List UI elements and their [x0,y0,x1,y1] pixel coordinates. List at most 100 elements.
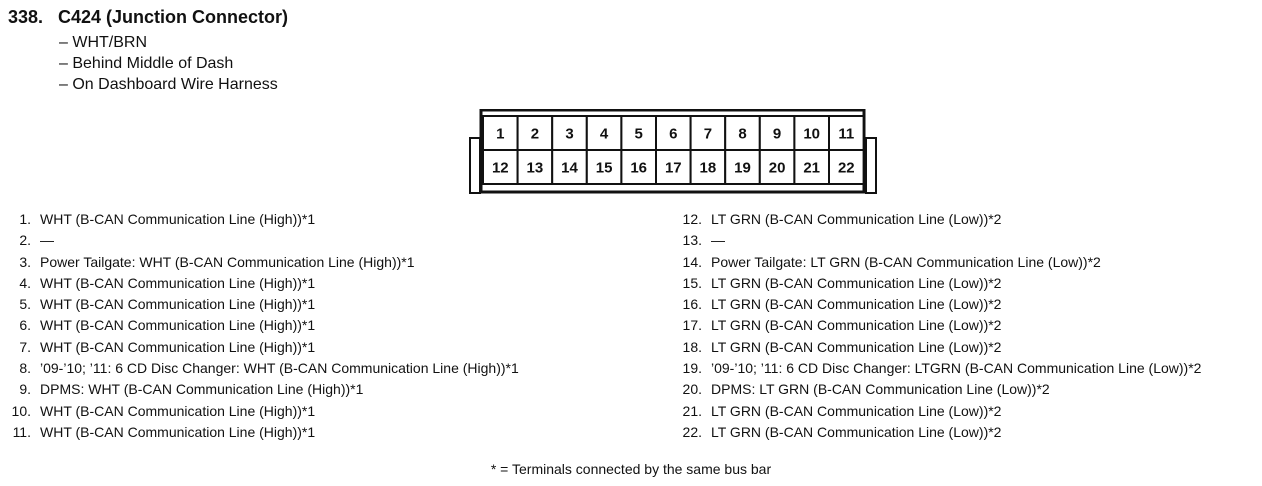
terminal-number: 22 [838,160,855,177]
pin-number: 5. [19,296,31,313]
pin-number: 11. [12,423,31,440]
pin-number: 2. [19,232,31,249]
terminal-number: 2 [531,126,539,143]
pin-row: 13. — [676,230,1201,251]
pin-row: 12. LT GRN (B-CAN Communication Line (Low… [676,209,1201,230]
pin-number: 19. [682,360,702,377]
connector-properties: – WHT/BRN – Behind Middle of Dash – On D… [59,32,278,95]
terminal-number: 11 [838,126,854,143]
pin-row: 15. LT GRN (B-CAN Communication Line (Low… [676,273,1201,294]
right-latch [865,137,877,194]
pin-description: — [711,232,725,249]
pin-number: 15. [682,274,702,291]
terminal-number: 16 [630,160,647,177]
pin-row: 1.WHT (B-CAN Communication Line (High))*… [8,209,519,230]
terminal-number: 7 [704,126,712,143]
pin-description: WHT (B-CAN Communication Line (High))*1 [40,296,316,313]
pin-list-left: 1.WHT (B-CAN Communication Line (High))*… [8,209,519,443]
pin-row: 19. ’09-’10; ’11: 6 CD Disc Changer: LTGR… [676,358,1202,379]
pin-row: 10. WHT (B-CAN Communication Line (High))… [8,401,519,422]
pin-row: 21. LT GRN (B-CAN Communication Line (Low… [676,401,1201,422]
pin-number: 10. [11,402,31,419]
pin-description: ’09-’10; ’11: 6 CD Disc Changer: LTGRN (… [711,360,1202,377]
terminal-number: 20 [769,160,786,177]
property-location: – Behind Middle of Dash [59,55,234,72]
pin-description: WHT (B-CAN Communication Line (High))*1 [40,338,316,355]
pin-number: 3. [19,253,31,270]
terminal-cavity [620,149,657,185]
pin-description: DPMS: WHT (B-CAN Communication Line (Hig… [40,381,364,398]
pin-description: ’09-’10; ’11: 6 CD Disc Changer: WHT (B-… [40,360,519,377]
pin-row: 7. WHT (B-CAN Communication Line (High))*… [8,337,519,358]
pin-number: 6. [19,317,31,334]
pin-row: 8. ’09-’10; ’11: 6 CD Disc Changer: WHT (… [8,358,519,379]
pin-number: 12. [682,211,702,227]
pin-description: Power Tailgate: WHT (B-CAN Communication… [40,253,415,270]
terminal-number: 13 [527,160,544,177]
terminal-number: 9 [773,126,781,143]
terminal-number: 12 [492,160,509,177]
terminal-number: 8 [738,126,746,143]
pin-list-right: 12. LT GRN (B-CAN Communication Line (Low… [676,209,1202,443]
pin-row: 20. DPMS: LT GRN (B-CAN Communication Lin… [676,379,1201,400]
pin-description: — [40,232,54,249]
pin-row: 5. WHT (B-CAN Communication Line (High))*… [8,294,519,315]
pin-description: LT GRN (B-CAN Communication Line (Low))*… [711,338,1002,355]
property-harness: – On Dashboard Wire Harness [59,76,278,93]
pin-description: LT GRN (B-CAN Communication Line (Low))*… [711,274,1002,291]
terminal-cavity [689,149,727,185]
pin-number: 8. [19,360,31,377]
section-number: 338. [8,7,44,27]
pin-row: 14. Power Tailgate: LT GRN (B-CAN Communi… [676,252,1201,273]
terminal-number: 19 [734,160,751,177]
pin-description: LT GRN (B-CAN Communication Line (Low))*… [711,317,1002,334]
left-latch [469,137,481,194]
pin-description: WHT (B-CAN Communication Line (High))*1 [40,211,316,227]
property-color: – WHT/BRN [59,34,147,51]
terminal-cavity [585,149,623,185]
pin-description: LT GRN (B-CAN Communication Line (Low))*… [711,402,1002,419]
pin-description: LT GRN (B-CAN Communication Line (Low))*… [711,211,1002,227]
pin-number: 17. [682,317,702,334]
pin-number: 14. [682,253,702,270]
pin-description: DPMS: LT GRN (B-CAN Communication Line (… [711,381,1050,398]
pin-row: 4.WHT (B-CAN Communication Line (High))*… [8,273,519,294]
pin-number: 20. [682,381,702,398]
terminal-number: 1 [496,126,504,143]
pin-description: LT GRN (B-CAN Communication Line (Low))*… [711,296,1002,313]
pin-description: WHT (B-CAN Communication Line (High))*1 [40,274,316,291]
pin-number: 18. [682,338,702,355]
footnote: * = Terminals connected by the same bus … [490,461,772,477]
pin-description: WHT (B-CAN Communication Line (High))*1 [40,402,316,419]
terminal-number: 14 [561,160,578,177]
terminal-cavity [689,115,727,151]
pin-number: 22. [682,423,702,440]
pin-row: 11. WHT (B-CAN Communication Line (High))… [8,422,519,443]
pin-row: 3. Power Tailgate: WHT (B-CAN Communicati… [8,252,519,273]
pin-description: WHT (B-CAN Communication Line (High))*1 [40,423,316,440]
pin-row: 9.DPMS: WHT (B-CAN Communication Line (H… [8,379,519,400]
terminal-number: 21 [803,160,820,177]
terminal-number: 5 [635,126,643,143]
terminal-number: 17 [665,160,682,177]
pin-number: 7. [19,338,31,355]
terminal-number: 15 [596,160,613,177]
pin-row: 18. LT GRN (B-CAN Communication Line (Low… [676,337,1201,358]
pin-number: 16. [682,296,702,313]
pin-row: 22. LT GRN (B-CAN Communication Line (Low… [676,422,1201,443]
pin-number: 21. [682,402,702,419]
connector-name: C424 (Junction Connector) [58,7,289,27]
terminal-number: 4 [600,126,609,143]
pin-row: 2. — [8,230,519,251]
pin-description: Power Tailgate: LT GRN (B-CAN Communicat… [711,253,1101,270]
pin-description: LT GRN (B-CAN Communication Line (Low))*… [711,423,1002,440]
terminal-cavity [724,149,761,185]
terminal-cavity [758,149,796,185]
terminal-cavity [758,115,796,151]
terminal-number: 6 [669,126,677,143]
pin-number: 13. [682,232,702,249]
pin-description: WHT (B-CAN Communication Line (High))*1 [40,317,316,334]
pin-row: 17. LT GRN (B-CAN Communication Line (Low… [676,315,1201,336]
